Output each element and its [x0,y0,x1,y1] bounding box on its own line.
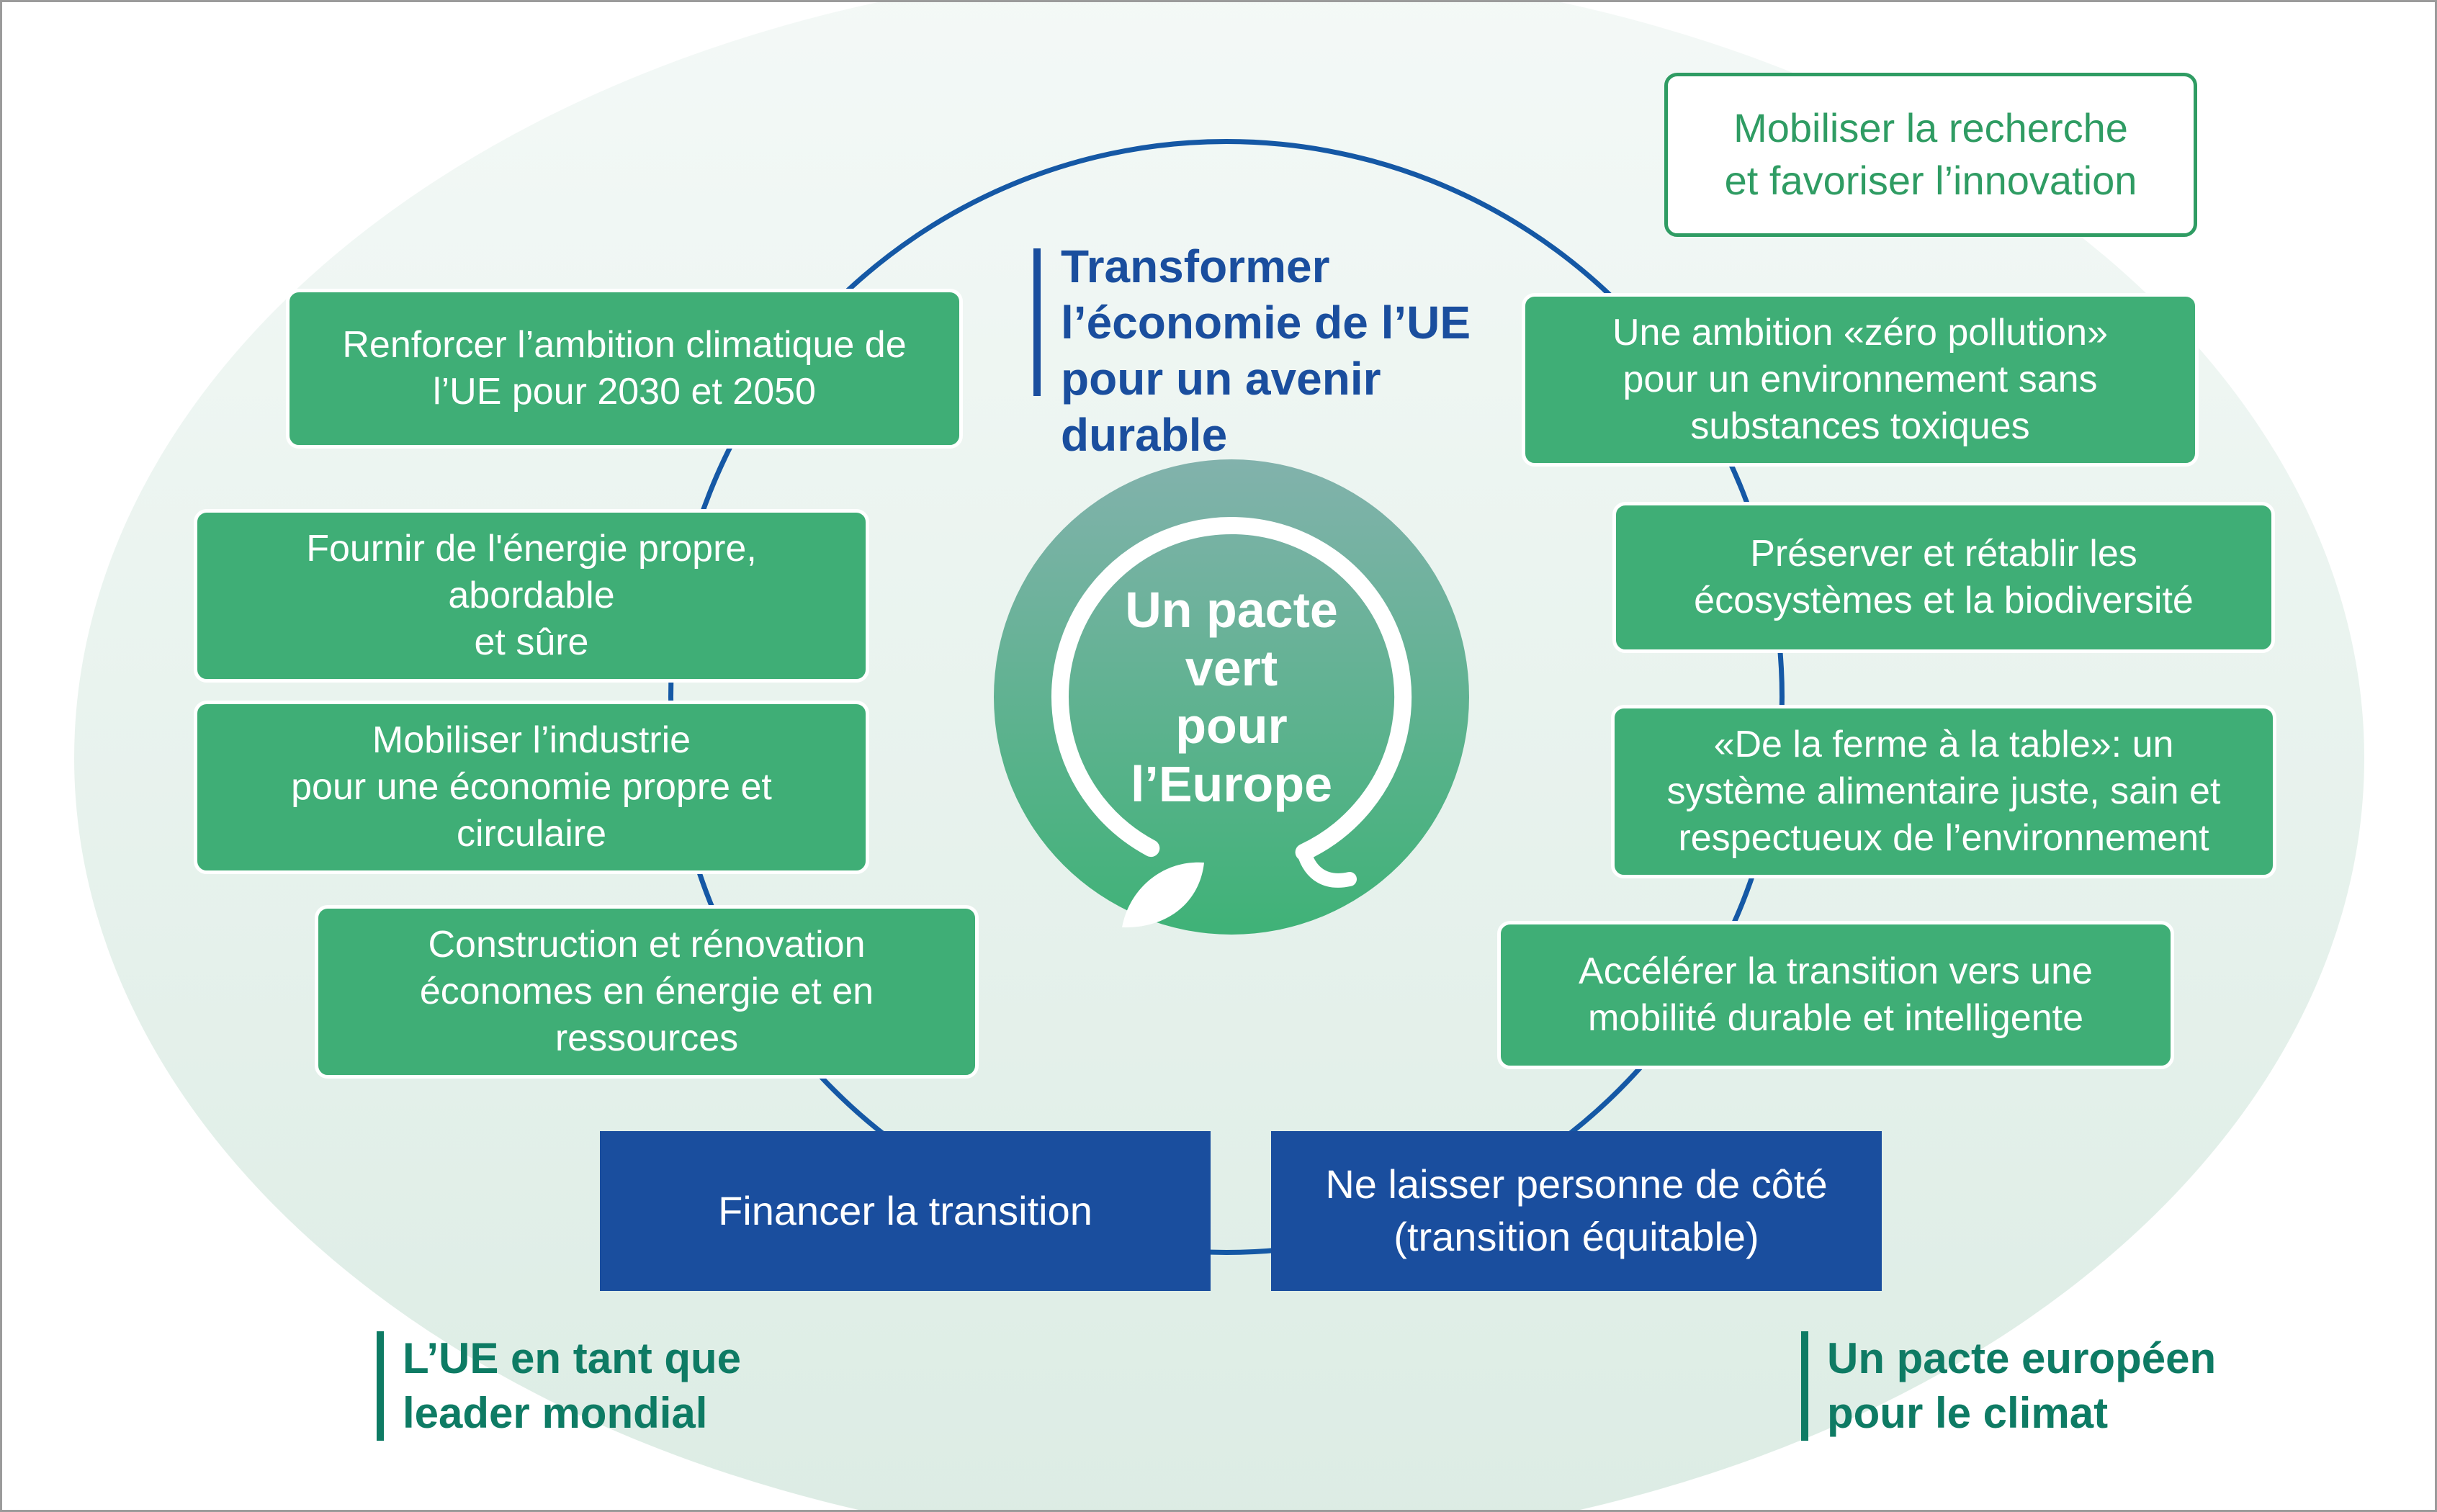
leaf-icon [1122,862,1204,928]
footer-global-leader-bar [377,1331,384,1441]
just-transition-box: Ne laisser personne de côté(transition é… [1271,1131,1882,1291]
financing-transition-box: Financer la transition [600,1131,1211,1291]
leaf-ring-icon [1051,517,1412,928]
footer-climate-pact-bar [1801,1331,1808,1441]
section-title-bar [1033,248,1041,396]
outer-circle [668,139,1785,1255]
policy-box-zero-pollution: Une ambition «zéro pollution»pour un env… [1522,293,2199,467]
